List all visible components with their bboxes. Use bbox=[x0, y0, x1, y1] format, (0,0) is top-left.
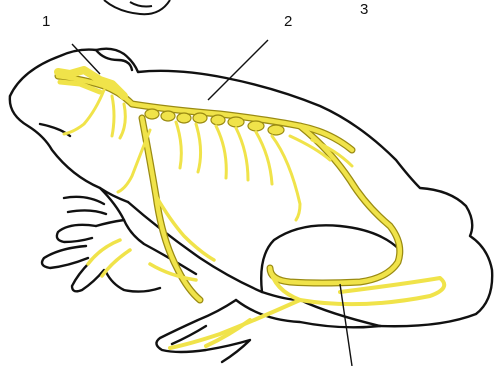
sciatic-nerve bbox=[270, 126, 400, 283]
frog-outline bbox=[10, 49, 492, 362]
cropped-fragment bbox=[104, 0, 170, 14]
leader-line-bottom bbox=[340, 284, 352, 366]
label-1: 1 bbox=[42, 14, 50, 29]
leader-line-2 bbox=[208, 40, 268, 100]
brain bbox=[58, 76, 352, 150]
label-2: 2 bbox=[284, 14, 292, 29]
nerve-system bbox=[58, 70, 444, 348]
label-3: 3 bbox=[360, 2, 368, 17]
